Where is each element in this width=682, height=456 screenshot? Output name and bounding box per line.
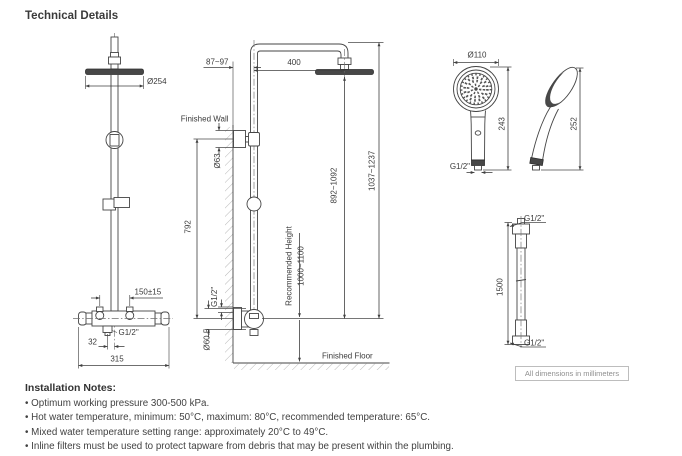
finished-floor-label: Finished Floor (322, 352, 373, 361)
installation-notes-title: Installation Notes: (25, 382, 117, 394)
dim-hose-length: 1500 (496, 278, 505, 296)
dim-hose-bottom-thread: G1/2" (524, 339, 544, 348)
note-item: • Optimum working pressure 300-500 kPa. (25, 398, 210, 409)
dim-rail-length: 792 (184, 220, 193, 234)
note-item: • Mixed water temperature setting range:… (25, 426, 329, 438)
front-view-column: Ø254 150±15 G1/2" 32 315 (73, 33, 173, 369)
hose-view: G1/2" 1500 G1/2" (496, 214, 546, 348)
installation-notes: Installation Notes: • Optimum working pr… (25, 382, 670, 455)
dim-handshower-front-length: 243 (498, 117, 507, 131)
note-item: • Hot water temperature, minimum: 50°C, … (25, 412, 431, 424)
dim-handshower-thread: G1/2" (450, 162, 470, 171)
dim-inlet-spacing: 150±15 (135, 288, 162, 297)
dim-arm-length: 400 (287, 58, 301, 67)
spray-face-dots (460, 73, 492, 105)
dim-outlet-thread-front: G1/2" (119, 328, 139, 337)
note-item: • Inline filters must be used to protect… (25, 441, 454, 453)
dim-head-above-valve: 892~1092 (330, 167, 339, 203)
handshower-front-view: Ø110 243 G1/2" (450, 51, 512, 174)
wall-hatching (225, 127, 233, 363)
dim-valve-width: 315 (110, 355, 124, 364)
dim-handshower-diameter: Ø110 (468, 51, 488, 60)
overhead-shower-front (85, 68, 144, 75)
recommended-height-range: 1000~1100 (297, 246, 306, 286)
dim-handshower-side-length: 252 (570, 117, 579, 131)
dim-hose-top-thread: G1/2" (524, 214, 544, 223)
dim-wall-to-rail: 87~97 (206, 58, 229, 67)
dim-head-diameter-front: Ø254 (147, 77, 167, 86)
wall-bracket-side (233, 130, 260, 148)
front-view-dimensions (78, 76, 170, 369)
handshower-front-dimensions (453, 59, 512, 174)
page-title: Technical Details (25, 10, 119, 22)
finished-wall-label: Finished Wall (181, 115, 229, 124)
rail-slider-side (246, 196, 262, 212)
dim-bracket-diameter: Ø63 (213, 153, 222, 169)
floor-hatching (234, 363, 389, 370)
side-view-dimensions (193, 42, 384, 362)
recommended-height-label: Recommended Height (285, 225, 294, 305)
dim-valve-thread-side: G1/2" (210, 287, 219, 307)
dim-valve-diameter: Ø60.5 (203, 328, 212, 350)
side-view-installation: 87~97 400 Finished Wall Ø63 792 G1/2" Ø6… (181, 40, 390, 370)
handshower-side-dimensions (541, 67, 584, 171)
units-note: All dimensions in millimeters (515, 366, 629, 381)
hose-dimensions (504, 222, 546, 348)
dim-top-above-valve: 1037~1237 (368, 150, 377, 191)
mixer-valve-side (233, 307, 264, 336)
handshower-side-view: 252 (529, 66, 584, 171)
handshower-head-side (546, 66, 578, 108)
dim-outlet-offset: 32 (88, 338, 97, 347)
